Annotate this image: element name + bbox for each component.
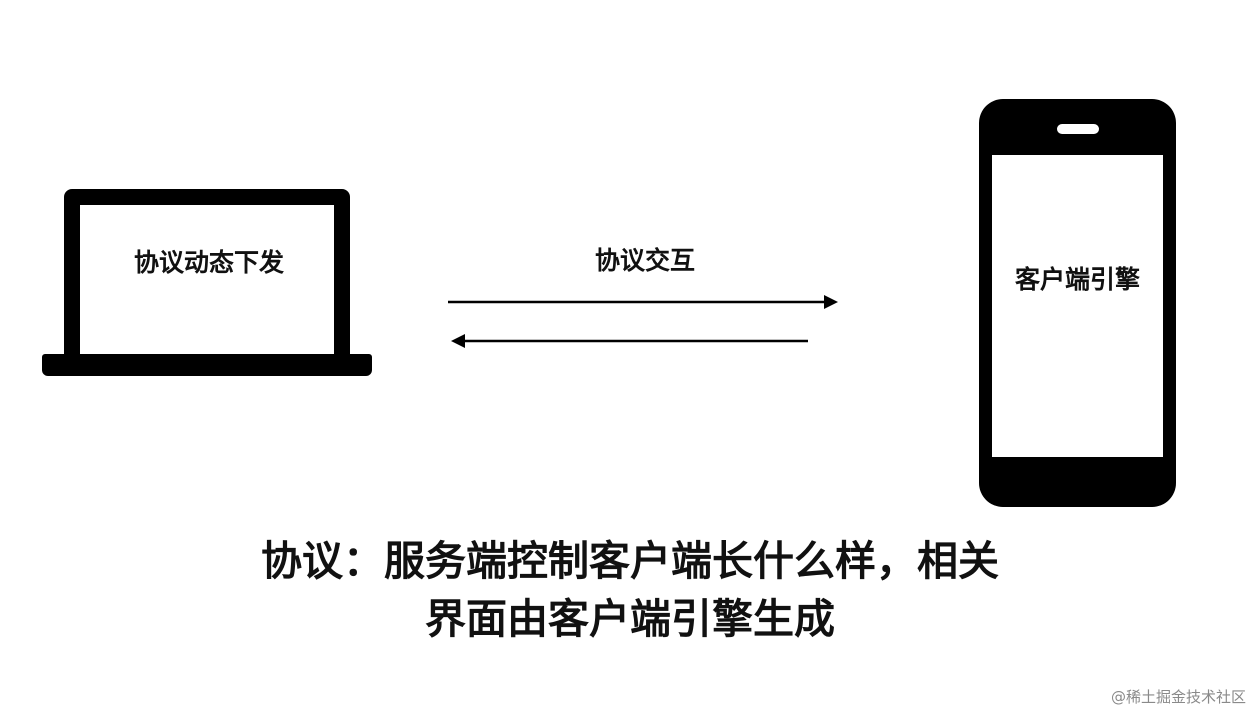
arrow-left-icon <box>451 334 808 348</box>
caption-line-1: 协议：服务端控制客户端长什么样，相关 <box>261 537 999 585</box>
caption: 协议：服务端控制客户端长什么样，相关 界面由客户端引擎生成 <box>150 532 1110 648</box>
exchange-label: 协议交互 <box>594 246 695 275</box>
phone-screen <box>992 155 1163 457</box>
phone-speaker <box>1057 124 1099 134</box>
watermark: @稀土掘金技术社区 <box>1110 688 1246 706</box>
laptop-label: 协议动态下发 <box>133 248 284 277</box>
laptop-base <box>42 354 372 376</box>
arrow-right-icon <box>448 295 838 309</box>
laptop-screen <box>80 205 334 355</box>
phone-label: 客户端引擎 <box>1014 265 1140 294</box>
caption-line-2: 界面由客户端引擎生成 <box>425 595 835 643</box>
